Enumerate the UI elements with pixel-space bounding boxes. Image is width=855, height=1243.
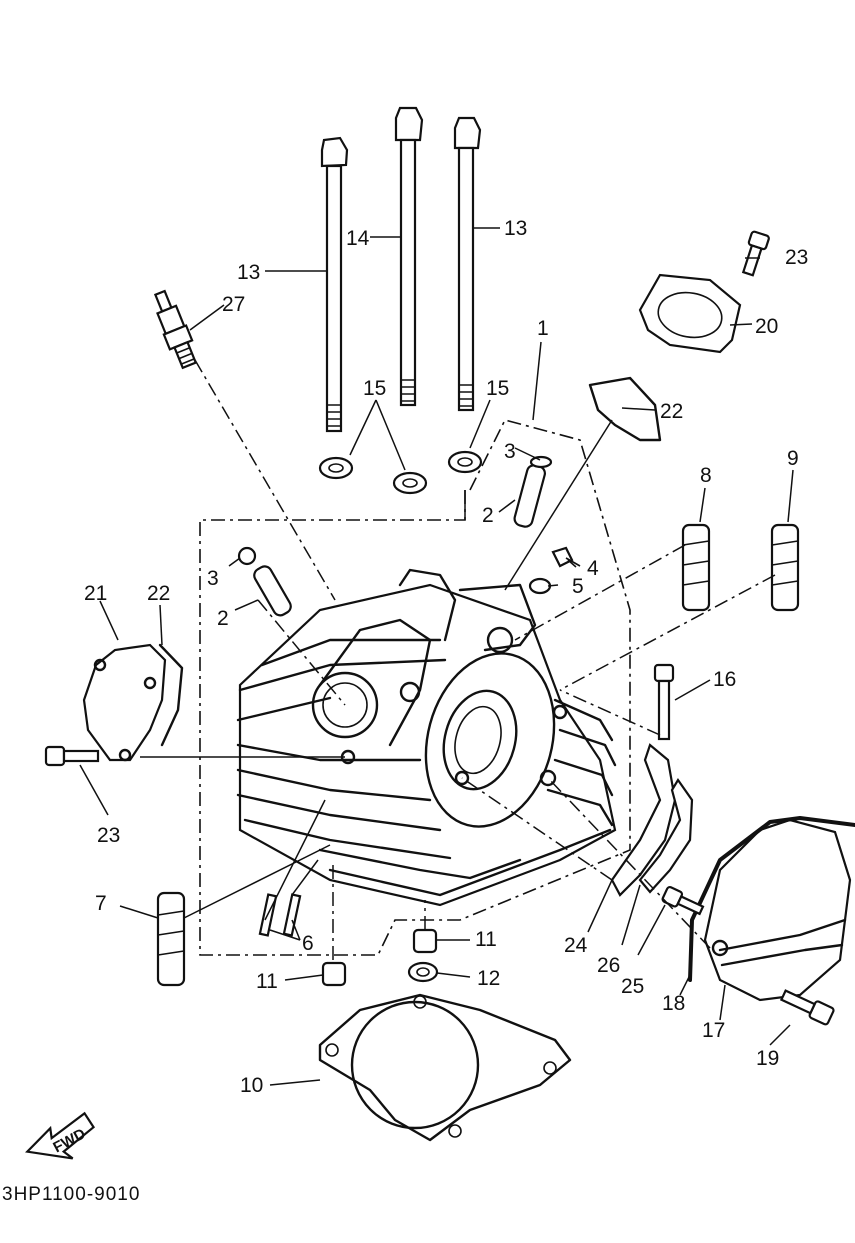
washer-5 — [528, 577, 552, 595]
callout-9: 9 — [787, 447, 799, 470]
callout-6: 6 — [302, 932, 314, 955]
washer-15-c — [447, 450, 483, 474]
clip-3-lower — [237, 546, 257, 566]
callout-22-right: 22 — [660, 400, 683, 423]
cover-21 — [82, 643, 167, 762]
callout-26: 26 — [597, 954, 620, 977]
o-ring-18 — [688, 816, 855, 982]
valve-guide-lower — [253, 565, 292, 617]
head-bolt-right — [453, 116, 482, 412]
callout-11-left: 11 — [256, 970, 278, 993]
bolt-23-left — [44, 745, 100, 767]
callout-4: 4 — [587, 557, 599, 580]
callout-18: 18 — [662, 992, 685, 1015]
callout-20: 20 — [755, 315, 778, 338]
callout-22-left: 22 — [147, 582, 170, 605]
callout-15-left: 15 — [363, 377, 386, 400]
callout-23-top: 23 — [785, 246, 808, 269]
side-cover-17 — [703, 818, 852, 1002]
spark-plug — [153, 289, 198, 370]
stud-bolt-9 — [770, 523, 800, 612]
callout-23-left: 23 — [97, 824, 120, 847]
head-gasket — [318, 993, 572, 1142]
valve-guide-upper — [513, 464, 546, 528]
stud-bolt-7 — [156, 891, 186, 987]
bolt-16 — [653, 663, 675, 741]
assembly-boundary — [199, 419, 631, 956]
callout-24: 24 — [564, 934, 588, 957]
callout-13-left: 13 — [237, 261, 260, 284]
part-code: 3HP1100-9010 — [2, 1184, 140, 1205]
callout-12: 12 — [477, 967, 500, 990]
callout-3-lower: 3 — [207, 567, 219, 590]
fwd-arrow: FWD — [25, 1111, 96, 1160]
callout-19: 19 — [756, 1047, 779, 1070]
callout-5: 5 — [572, 575, 584, 598]
bolt-19 — [779, 989, 835, 1026]
callout-8: 8 — [700, 464, 712, 487]
head-bolt-left — [320, 136, 349, 433]
callout-labels: 1 2 2 3 3 4 5 6 7 8 9 10 11 11 12 13 13 … — [84, 217, 808, 1097]
manifold-20 — [638, 273, 742, 354]
bolt-23-top — [741, 230, 770, 277]
callout-13-right: 13 — [504, 217, 527, 240]
dowel-11-right — [412, 928, 438, 954]
stud-bolt-8 — [681, 523, 711, 612]
callout-14: 14 — [346, 227, 370, 250]
callout-21: 21 — [84, 582, 107, 605]
callout-2-upper: 2 — [482, 504, 494, 527]
washer-15-b — [392, 471, 428, 495]
plate-26 — [638, 777, 694, 894]
callout-3-upper: 3 — [504, 440, 516, 463]
screw-4 — [551, 546, 581, 568]
callout-7: 7 — [95, 892, 107, 915]
callout-27: 27 — [222, 293, 245, 316]
callout-1: 1 — [537, 317, 549, 340]
head-bolt-center — [394, 106, 424, 407]
callout-11-right: 11 — [475, 928, 497, 951]
o-ring-22-left — [158, 643, 184, 747]
o-ring-22-top — [588, 376, 662, 442]
stud-6 — [258, 893, 302, 937]
callout-25: 25 — [621, 975, 644, 998]
washer-15-a — [318, 456, 354, 480]
washer-12 — [407, 961, 439, 983]
callout-10: 10 — [240, 1074, 263, 1097]
callout-16: 16 — [713, 668, 736, 691]
callout-2-lower: 2 — [217, 607, 229, 630]
cylinder-head — [236, 568, 617, 907]
bolt-25 — [661, 885, 705, 916]
dowel-11-left — [321, 961, 347, 987]
clip-3-upper — [529, 455, 553, 469]
leader-lines — [79, 227, 794, 1086]
callout-17: 17 — [702, 1019, 725, 1042]
callout-15-right: 15 — [486, 377, 509, 400]
plate-24 — [610, 743, 677, 897]
